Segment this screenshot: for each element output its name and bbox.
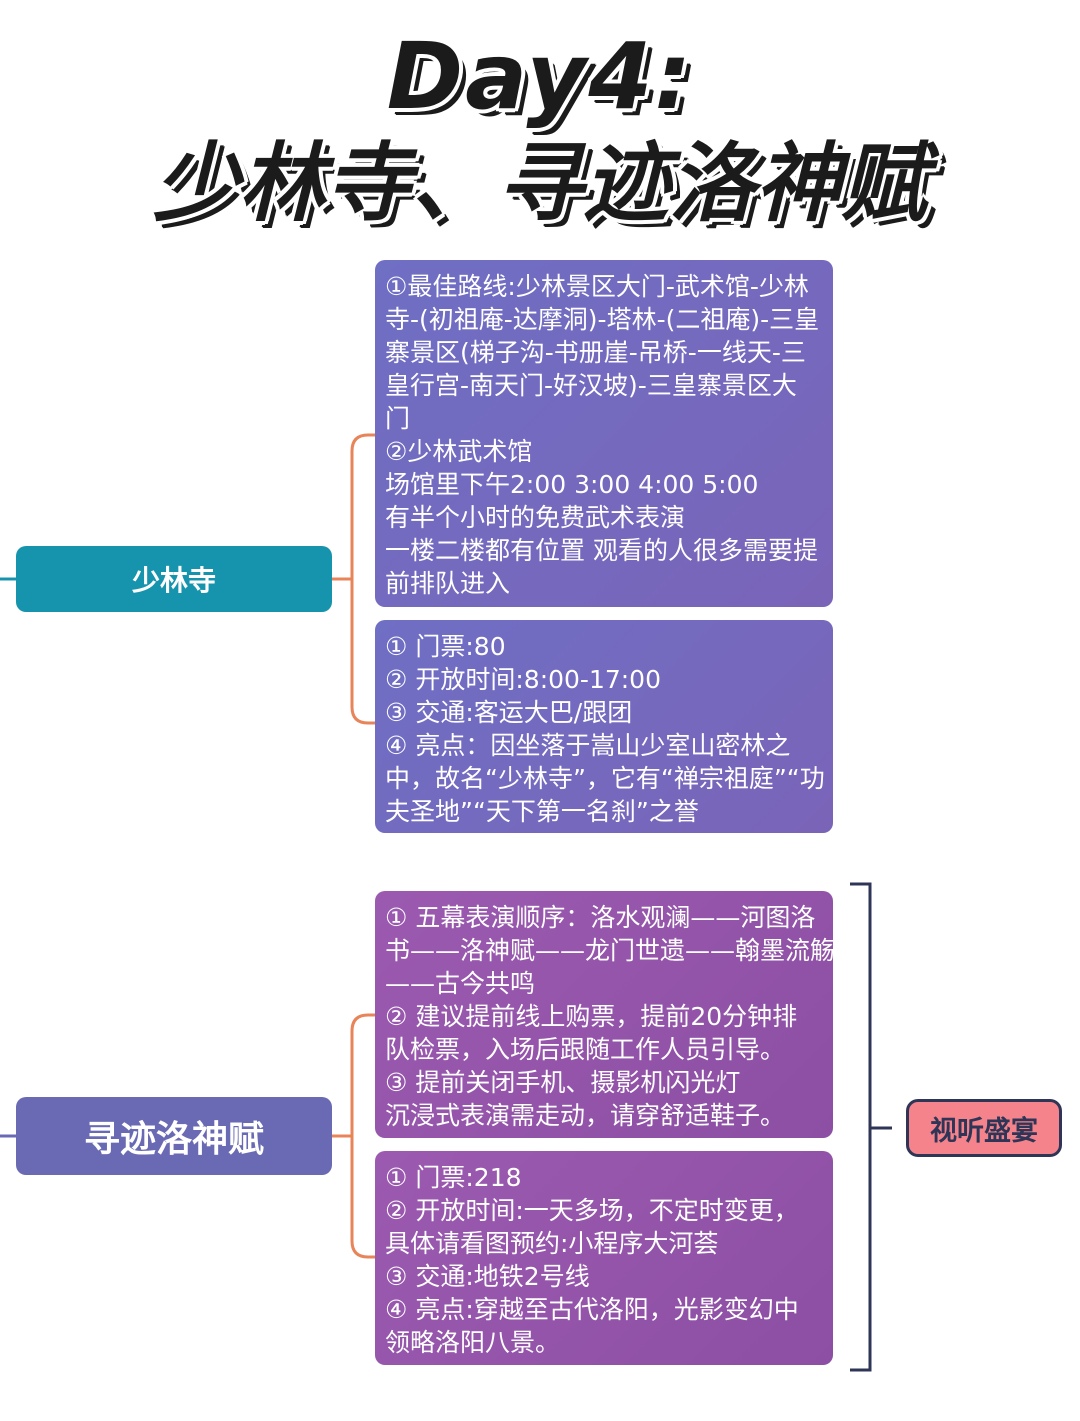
card-line: ② 建议提前线上购票，提前20分钟排	[385, 1002, 798, 1031]
card-line: 具体请看图预约:小程序大河荟	[385, 1229, 719, 1258]
card-line: 寺-(初祖庵-达摩洞)-塔林-(二祖庵)-三皇	[385, 305, 820, 334]
page-title-places: 少林寺、寻迹洛神赋	[153, 134, 927, 234]
card-line: 寨景区(梯子沟-书册崖-吊桥-一线天-三	[385, 338, 806, 367]
node-shaolin: 少林寺	[16, 546, 332, 612]
card-line: 沉浸式表演需走动，请穿舒适鞋子。	[385, 1101, 786, 1130]
card-line: 夫圣地”“天下第一名刹”之誉	[385, 797, 699, 826]
node-luoshen: 寻迹洛神赋	[16, 1097, 332, 1175]
card-line: ——古今共鸣	[385, 969, 536, 998]
card-shaolin-route: ①最佳路线:少林景区大门-武术馆-少林寺-(初祖庵-达摩洞)-塔林-(二祖庵)-…	[375, 260, 833, 607]
card-line: 场馆里下午2:00 3:00 4:00 5:00	[385, 470, 759, 499]
branch-shaolin	[332, 433, 375, 725]
card-line: ② 开放时间:一天多场，不定时变更，	[385, 1196, 799, 1225]
card-line: 前排队进入	[385, 569, 511, 598]
card-line: 书——洛神赋——龙门世遗——翰墨流觞	[385, 936, 836, 965]
card-line: ① 五幕表演顺序：洛水观澜——河图洛	[385, 903, 816, 932]
card-line: ② 开放时间:8:00-17:00	[385, 665, 661, 694]
card-line: ③ 交通:地铁2号线	[385, 1262, 590, 1291]
branch-luoshen	[332, 1013, 375, 1259]
card-luoshen-info: ① 门票:218 ② 开放时间:一天多场，不定时变更， 具体请看图预约:小程序大河荟…	[375, 1151, 833, 1365]
card-line: ④ 亮点:穿越至古代洛阳，光影变幻中	[385, 1295, 799, 1324]
card-line: 一楼二楼都有位置 观看的人很多需要提	[385, 536, 818, 565]
card-line: 门	[385, 404, 411, 433]
card-line: 中，故名“少林寺”，它有“禅宗祖庭”“功	[385, 764, 825, 793]
badge-audiovisual-feast: 视听盛宴	[906, 1099, 1062, 1157]
card-line: 有半个小时的免费武术表演	[385, 503, 686, 532]
card-line: ①最佳路线:少林景区大门-武术馆-少林	[385, 272, 809, 301]
card-line: ① 门票:218	[385, 1163, 522, 1192]
card-line: ③ 交通:客运大巴/跟团	[385, 698, 633, 727]
card-line: 领略洛阳八景。	[385, 1328, 561, 1357]
card-line: ④ 亮点：因坐落于嵩山少室山密林之	[385, 731, 791, 760]
card-line: 皇行宫-南天门-好汉坡)-三皇寨景区大	[385, 371, 797, 400]
card-line: 队检票，入场后跟随工作人员引导。	[385, 1035, 786, 1064]
page-title-day: Day4:	[386, 23, 694, 130]
card-shaolin-info: ① 门票:80 ② 开放时间:8:00-17:00 ③ 交通:客运大巴/跟团 ④ 亮点…	[375, 620, 833, 833]
card-line: ① 门票:80	[385, 632, 506, 661]
card-line: ③ 提前关闭手机、摄影机闪光灯	[385, 1068, 741, 1097]
card-line: ②少林武术馆	[385, 437, 533, 466]
card-luoshen-show: ① 五幕表演顺序：洛水观澜——河图洛书——洛神赋——龙门世遗——翰墨流觞 ——古今…	[375, 891, 836, 1138]
bracket-right	[850, 882, 892, 1372]
